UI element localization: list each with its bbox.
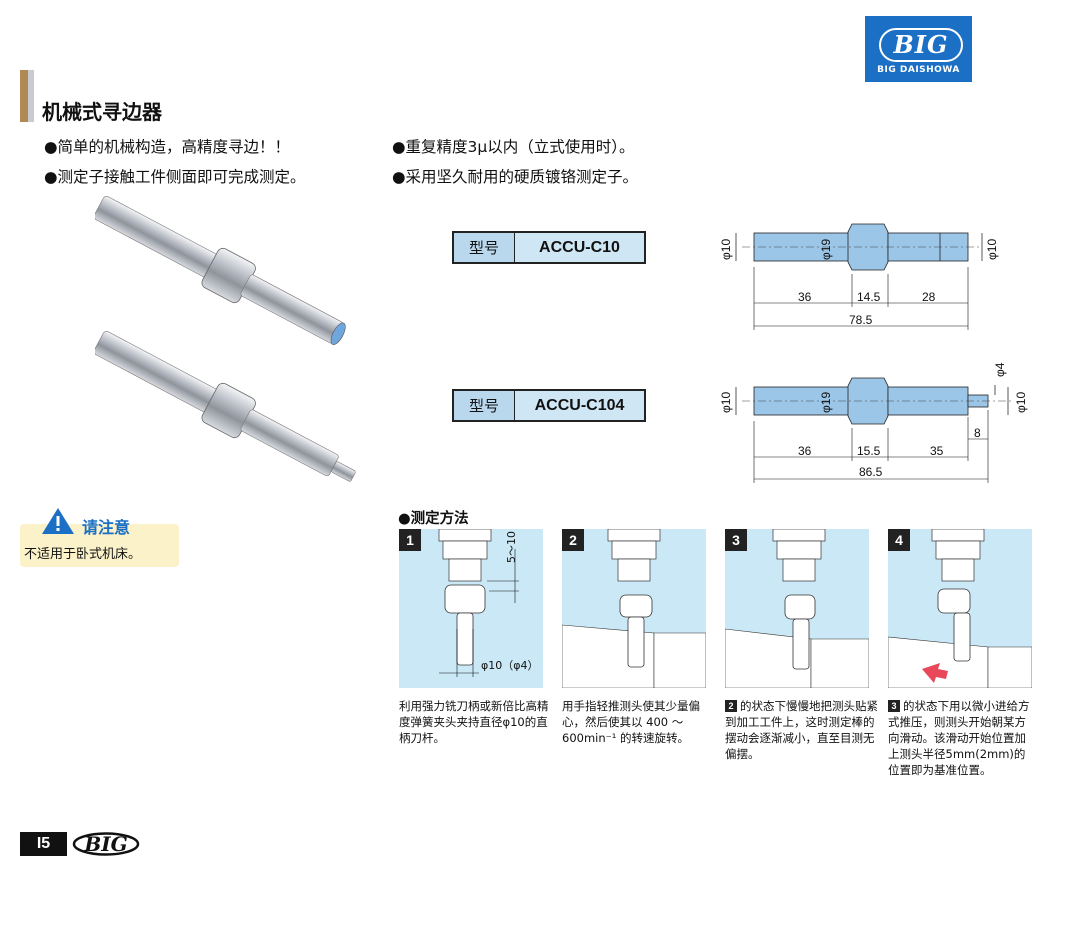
edge-finder-c10-photo xyxy=(95,196,346,345)
step1-length-note: 5〜10 xyxy=(505,531,518,563)
body xyxy=(847,223,889,271)
step-ref-badge: 2 xyxy=(725,700,737,712)
product-photo xyxy=(95,196,356,482)
feature-right-1: ●重复精度3μ以内（立式使用时）。 xyxy=(392,138,635,156)
dim-shank-dia: φ10 xyxy=(719,239,733,260)
dim-body-dia: φ19 xyxy=(819,392,833,413)
edge-finder-c104-photo xyxy=(95,331,356,482)
step3-caption: 的状态下慢慢地把测头贴紧到加工工件上，这时测定棒的摆动会逐渐减小，直至目测无偏摆… xyxy=(725,699,878,761)
dim-tip-dia: φ10 xyxy=(985,239,999,260)
big-daishowa-logo: BIG BIG DAISHOWA xyxy=(865,16,972,82)
page-number: I5 xyxy=(20,832,67,856)
step-number: 1 xyxy=(399,529,421,551)
dim-len-3: 35 xyxy=(930,444,944,458)
method-title: ●测定方法 xyxy=(398,511,469,527)
model-table-c104: 型号 ACCU-C104 xyxy=(452,389,646,422)
dim-len-1: 36 xyxy=(798,290,812,304)
step1-dia-note: φ10（φ4） xyxy=(481,659,539,672)
model-name: ACCU-C10 xyxy=(539,238,620,256)
logo-subtext: BIG DAISHOWA xyxy=(877,65,960,75)
push-arrow xyxy=(922,663,948,683)
dim-len-3: 28 xyxy=(922,290,936,304)
step-number: 4 xyxy=(888,529,910,551)
dim-small-dia: φ4 xyxy=(993,362,1007,377)
title-accent-bar xyxy=(20,70,38,122)
footer-logo-text: BIG xyxy=(83,832,127,856)
dim-body-dia: φ19 xyxy=(819,239,833,260)
logo-text: BIG xyxy=(879,28,963,62)
model-label: 型号 xyxy=(454,391,515,420)
method-panel-4: 4 xyxy=(888,529,1032,688)
step-ref-badge: 3 xyxy=(888,700,900,712)
caution-title: 请注意 xyxy=(82,518,131,537)
step1-caption: 利用强力铣刀柄或新倍比高精度弹簧夹头夹持直径φ10的直柄刀杆。 xyxy=(399,699,549,745)
dim-len-2: 14.5 xyxy=(857,290,881,304)
model-name: ACCU-C104 xyxy=(534,396,625,414)
dim-len-1: 36 xyxy=(798,444,812,458)
feature-left-2: ●测定子接触工件侧面即可完成测定。 xyxy=(44,168,306,186)
feature-left-1: ●简单的机械构造，高精度寻边！！ xyxy=(44,138,291,156)
feature-right-2: ●采用坚久耐用的硬质镀铬测定子。 xyxy=(392,168,639,186)
dim-shank-dia: φ10 xyxy=(719,392,733,413)
method-panel-2: 2 xyxy=(562,529,706,688)
dim-total: 78.5 xyxy=(849,313,873,327)
step-number: 2 xyxy=(562,529,584,551)
dimension-drawing-c104: φ10 φ19 φ10 φ4 8 36 15.5 35 86.5 xyxy=(719,362,1028,483)
dim-len-2: 15.5 xyxy=(857,444,881,458)
caution-text: 不适用于卧式机床。 xyxy=(24,547,142,562)
warning-icon xyxy=(42,508,74,534)
dim-total: 86.5 xyxy=(859,465,883,479)
step2-caption: 用手指轻推测头使其少量偏心，然后使其以 400 〜 600min⁻¹ 的转速旋转… xyxy=(562,699,700,745)
dim-small-len: 8 xyxy=(974,426,981,440)
method-panel-1: 1 5〜10 φ10（φ4） xyxy=(399,529,543,688)
page-title: 机械式寻边器 xyxy=(42,100,162,124)
step-number: 3 xyxy=(725,529,747,551)
footer-logo: BIG xyxy=(72,832,140,856)
model-table-c10: 型号 ACCU-C10 xyxy=(452,231,646,264)
dimension-drawing-c10: φ10 φ19 φ10 36 14.5 28 78.5 xyxy=(719,223,999,330)
method-panel-3: 3 xyxy=(725,529,869,688)
body xyxy=(847,377,889,425)
dim-tip-dia: φ10 xyxy=(1014,392,1028,413)
model-label: 型号 xyxy=(454,233,515,262)
step4-caption: 的状态下用以微小进给方式推压，则测头开始朝某方向滑动。该滑动开始位置加上测头半径… xyxy=(888,699,1030,777)
